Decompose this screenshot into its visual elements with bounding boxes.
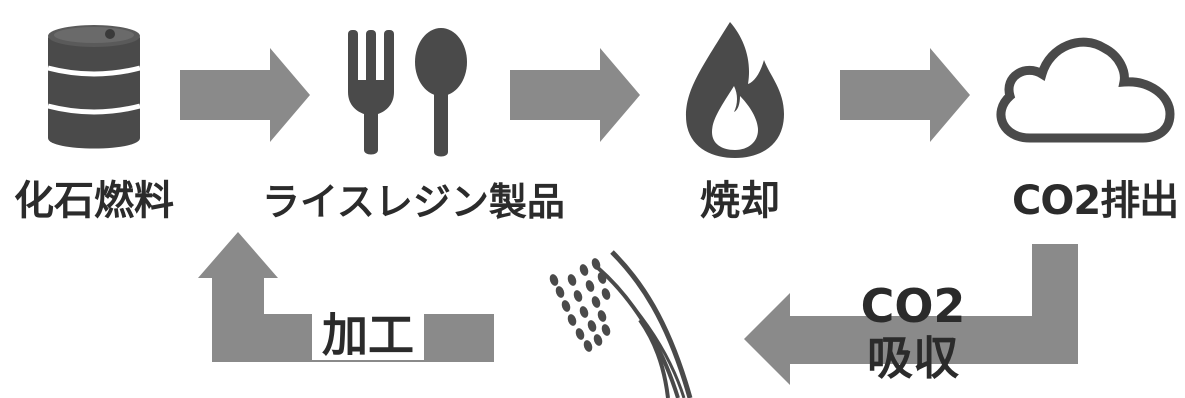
oil-drum-icon: [47, 25, 141, 149]
co2-emission-label: CO2排出: [1012, 178, 1179, 224]
flow-arrow-2: [510, 48, 640, 142]
flow-arrow-down-left: [744, 244, 1078, 385]
rice-plant-icon: [549, 250, 693, 398]
cloud-icon: [996, 37, 1175, 143]
flame-icon: [686, 22, 784, 158]
co2-absorb-label-line2: 吸収: [867, 331, 959, 385]
flow-arrow-3: [840, 48, 970, 142]
processing-label: 加工: [312, 310, 424, 360]
incineration-label: 焼却: [700, 178, 780, 224]
flow-arrow-1: [180, 48, 310, 142]
fork-spoon-icon: [348, 28, 467, 157]
co2-absorb-label-line1: CO2: [860, 279, 966, 333]
fossil-fuel-label: 化石燃料: [14, 178, 174, 224]
rice-resin-product-label: ライスレジン製品: [262, 180, 565, 224]
